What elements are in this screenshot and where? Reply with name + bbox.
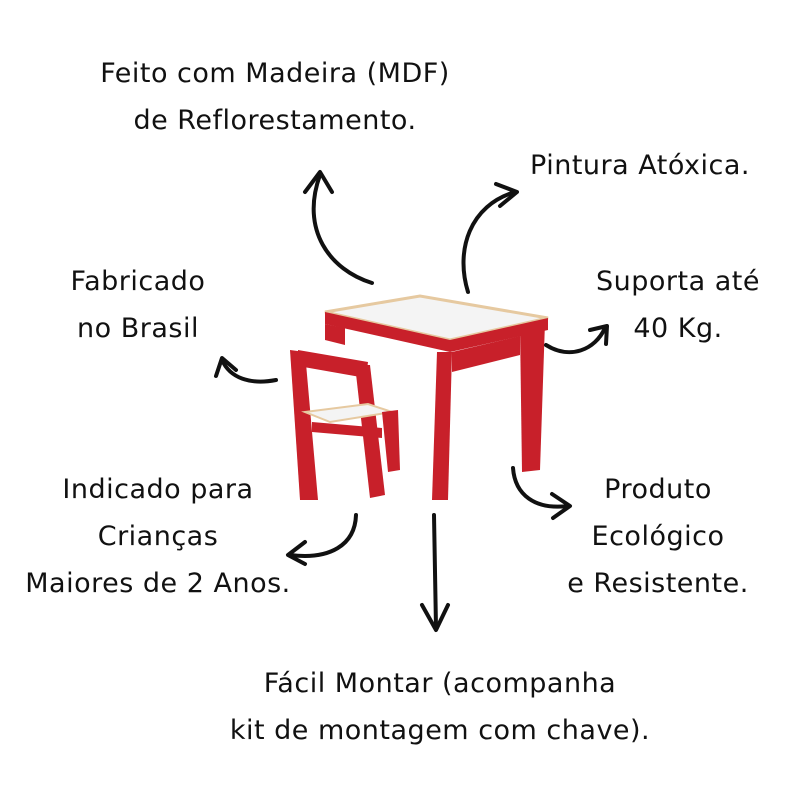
feature-text: Maiores de 2 Anos. — [25, 568, 291, 599]
feature-text: Indicado para — [62, 474, 254, 505]
feature-text: Suporta até — [596, 266, 760, 297]
feature-age: Indicado para Crianças Maiores de 2 Anos… — [25, 466, 290, 607]
feature-text: kit de montagem com chave). — [229, 715, 651, 746]
feature-text: Crianças — [97, 521, 219, 552]
arrow-icon-weight — [544, 324, 609, 355]
feature-brasil: Fabricado no Brasil — [71, 258, 206, 352]
arrow-icon-eco — [511, 466, 572, 520]
table-and-chair-image — [290, 294, 549, 500]
feature-eco: Produto Ecológico e Resistente. — [567, 466, 749, 607]
feature-text: no Brasil — [77, 313, 199, 344]
feature-assembly: Fácil Montar (acompanha kit de montagem … — [230, 660, 650, 754]
feature-text: Pintura Atóxica. — [530, 150, 750, 181]
feature-text: Fácil Montar (acompanha — [263, 668, 617, 699]
feature-text: Feito com Madeira (MDF) — [100, 58, 450, 89]
arrow-icon-brasil — [214, 356, 278, 384]
feature-text: 40 Kg. — [633, 313, 723, 344]
feature-text: Produto — [604, 474, 712, 505]
feature-text: Fabricado — [70, 266, 206, 297]
arrow-icon-paint — [461, 182, 519, 294]
arrow-icon-age — [286, 513, 358, 566]
feature-mdf: Feito com Madeira (MDF) de Reflorestamen… — [100, 50, 450, 144]
feature-text: e Resistente. — [567, 568, 749, 599]
feature-weight: Suporta até 40 Kg. — [596, 258, 760, 352]
feature-text: de Reflorestamento. — [133, 105, 417, 136]
feature-paint: Pintura Atóxica. — [530, 142, 750, 189]
arrow-icon-mdf — [303, 170, 374, 285]
arrow-icon-assembly — [420, 513, 450, 632]
feature-text: Ecológico — [591, 521, 725, 552]
